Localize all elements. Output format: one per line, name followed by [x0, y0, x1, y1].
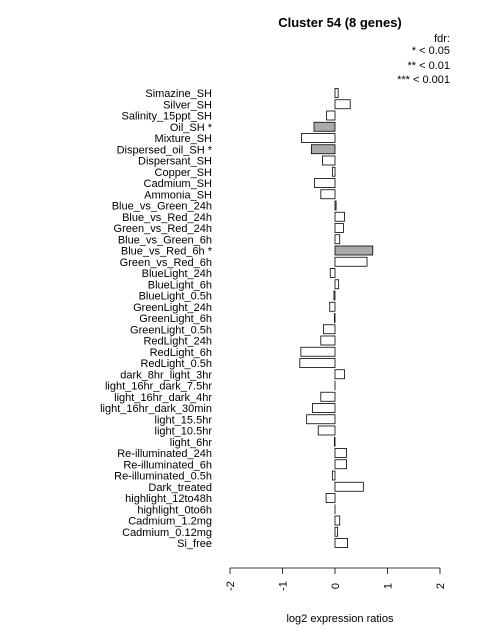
- bar-green-vs-red-6h: [334, 256, 368, 267]
- bar-blue-vs-red-24h: [334, 211, 345, 222]
- bar-redlight-24h: [320, 335, 336, 346]
- bar-re-illuminated-6h: [334, 459, 347, 470]
- bar-greenlight-6h: [334, 313, 336, 323]
- category-label: light_16hr_dark_30min: [100, 403, 212, 415]
- category-label: Re-illuminated_0.5h: [114, 471, 212, 483]
- legend-entry-2: ** < 0.01: [407, 60, 450, 72]
- bar-dispersant-sh: [321, 155, 336, 166]
- bar-cadmium-sh: [314, 178, 336, 188]
- category-label: RedLight_24h: [143, 336, 212, 348]
- bar-bluelight-24h: [329, 268, 336, 278]
- bar-oil-sh: [313, 121, 336, 132]
- x-tick-label: -1: [278, 581, 290, 591]
- bar-bluelight-0-5h: [333, 290, 336, 301]
- bar-dark-8hr-light-3hr: [334, 369, 345, 380]
- legend-title: fdr:: [434, 33, 450, 45]
- category-label: Re-illuminated_6h: [123, 459, 212, 471]
- category-label: Copper_SH: [155, 167, 213, 179]
- x-tick-label: 1: [383, 583, 395, 589]
- bar-blue-vs-red-6h: [334, 245, 374, 256]
- bar-light-16hr-dark-4hr: [320, 391, 336, 402]
- bars-group: [299, 88, 374, 548]
- bar-re-illuminated-0-5h: [331, 470, 336, 481]
- bar-re-illuminated-24h: [334, 448, 347, 458]
- category-label: Cadmium_1.2mg: [128, 516, 212, 528]
- bar-greenlight-0-5h: [323, 324, 336, 335]
- bar-redlight-0-5h: [299, 358, 336, 368]
- legend: fdr: * < 0.05 ** < 0.01 *** < 0.001: [397, 33, 450, 86]
- category-label: light_16hr_dark_4hr: [114, 392, 212, 404]
- category-label: Ammonia_SH: [144, 189, 212, 201]
- category-label: Silver_SH: [163, 99, 212, 111]
- bar-blue-vs-green-24h: [334, 200, 337, 211]
- category-label: highlight_12to48h: [125, 493, 212, 505]
- category-label: Blue_vs_Red_6h *: [121, 246, 213, 258]
- bar-green-vs-red-24h: [334, 223, 344, 233]
- bar-redlight-6h: [300, 346, 336, 357]
- bar-dispersed-oil-sh: [310, 144, 336, 155]
- x-tick-label: -2: [225, 581, 237, 591]
- category-label: Dispersed_oil_SH *: [117, 144, 213, 156]
- bar-copper-sh: [331, 166, 336, 177]
- category-label: GreenLight_0.5h: [130, 324, 212, 336]
- bar-light-15-5hr: [306, 414, 336, 425]
- category-label: Mixture_SH: [155, 133, 213, 145]
- category-label: Cadmium_SH: [144, 178, 213, 190]
- x-tick-label: 2: [435, 583, 447, 589]
- bar-light-6hr: [334, 436, 336, 447]
- bar-silver-sh: [334, 99, 351, 110]
- category-label: light_6hr: [170, 437, 213, 449]
- bar-dark-treated: [334, 481, 364, 492]
- legend-entry-1: * < 0.05: [412, 45, 450, 57]
- bar-ammonia-sh: [320, 189, 336, 200]
- category-label: Si_free: [177, 538, 212, 550]
- category-label: Salinity_15ppt_SH: [121, 111, 212, 123]
- category-label: Dark_treated: [148, 482, 212, 494]
- category-label: Cadmium_0.12mg: [122, 527, 212, 539]
- category-label: light_15.5hr: [155, 414, 213, 426]
- bar-cadmium-1-2mg: [334, 515, 341, 526]
- category-label: BlueLight_0.5h: [139, 291, 212, 303]
- bar-si-free: [334, 538, 349, 548]
- bar-highlight-12to48h: [325, 493, 336, 503]
- category-label: BlueLight_6h: [148, 279, 212, 291]
- category-label: Blue_vs_Green_6h: [118, 234, 212, 246]
- category-label: RedLight_6h: [150, 347, 212, 359]
- bar-light-10-5hr: [317, 425, 336, 436]
- bar-salinity-15ppt-sh: [326, 110, 336, 121]
- bar-simazine-sh: [334, 88, 339, 98]
- category-label: light_16hr_dark_7.5hr: [105, 381, 212, 393]
- category-label: RedLight_0.5h: [140, 358, 212, 370]
- category-label: Oil_SH *: [170, 122, 213, 134]
- category-label: GreenLight_24h: [133, 302, 212, 314]
- bar-blue-vs-green-6h: [334, 234, 341, 245]
- category-label: light_10.5hr: [155, 426, 213, 438]
- bar-cadmium-0-12mg: [334, 526, 339, 537]
- category-label: Blue_vs_Green_24h: [112, 201, 212, 213]
- category-labels: Simazine_SHSilver_SHSalinity_15ppt_SHOil…: [100, 88, 213, 550]
- category-label: Green_vs_Red_6h: [120, 257, 212, 269]
- bar-bluelight-6h: [334, 279, 340, 290]
- bar-greenlight-24h: [329, 301, 336, 312]
- category-label: dark_8hr_light_3hr: [120, 369, 212, 381]
- bar-mixture-sh: [300, 133, 336, 143]
- x-tick-label: 0: [330, 583, 342, 589]
- bar-light-16hr-dark-30min: [312, 403, 336, 413]
- x-axis-label: log2 expression ratios: [286, 613, 394, 625]
- category-label: Re-illuminated_24h: [117, 448, 212, 460]
- category-label: Simazine_SH: [145, 88, 212, 100]
- category-label: Blue_vs_Red_24h: [122, 212, 212, 224]
- chart-title: Cluster 54 (8 genes): [278, 15, 402, 30]
- category-label: Dispersant_SH: [138, 156, 212, 168]
- category-label: highlight_0to6h: [137, 504, 212, 516]
- category-label: BlueLight_24h: [142, 268, 212, 280]
- legend-entry-3: *** < 0.001: [397, 74, 450, 86]
- category-label: GreenLight_6h: [139, 313, 212, 325]
- category-label: Green_vs_Red_24h: [114, 223, 212, 235]
- x-axis: -2 -1 0 1 2: [225, 567, 447, 591]
